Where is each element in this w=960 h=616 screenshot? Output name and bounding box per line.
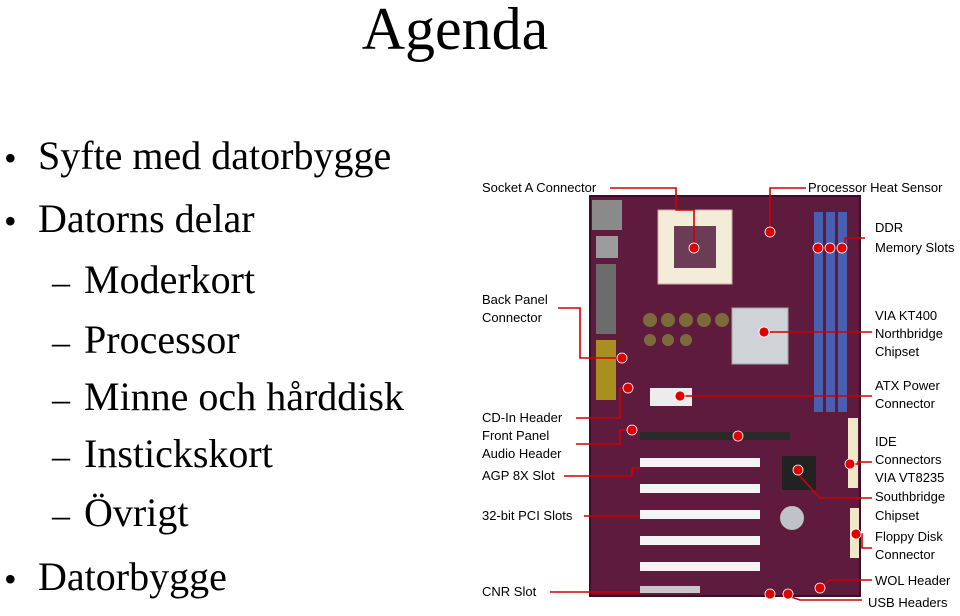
label-socket-a: Socket A Connector [482, 180, 597, 195]
label-northbridge-chipset: Chipset [875, 344, 919, 359]
slide-title: Agenda [361, 0, 549, 62]
motherboard-svg: Socket A Connector Processor Heat Sensor… [482, 180, 955, 610]
label-cd-in: CD-In Header [482, 410, 563, 425]
label-back-panel-connector: Connector [482, 310, 543, 325]
label-cnr: CNR Slot [482, 584, 537, 599]
label-ide: IDE [875, 434, 897, 449]
agenda-item-purpose: Syfte med datorbygge [38, 133, 392, 178]
label-floppy-connector: Connector [875, 547, 936, 562]
label-heat-sensor: Processor Heat Sensor [808, 180, 943, 195]
label-ide-connectors: Connectors [875, 452, 942, 467]
label-usb: USB Headers [868, 595, 948, 610]
label-kt400: VIA KT400 [875, 308, 937, 323]
dash: – [52, 379, 70, 419]
serial-port [596, 264, 616, 334]
label-southbridge: Southbridge [875, 489, 945, 504]
agenda-item-computer-parts: Datorns delar [38, 196, 255, 241]
dash: – [52, 495, 70, 535]
label-front-panel: Front Panel [482, 428, 549, 443]
cmos-battery [780, 506, 804, 530]
label-wol: WOL Header [875, 573, 951, 588]
label-vt8235: VIA VT8235 [875, 470, 944, 485]
label-atx-connector: Connector [875, 396, 936, 411]
dash: – [52, 262, 70, 302]
back-panel-io [592, 200, 622, 230]
agenda-subitem-processor: Processor [84, 317, 240, 362]
agp-slot [640, 432, 790, 440]
dash: – [52, 322, 70, 362]
bullet: • [4, 201, 17, 241]
callout-dots [616, 226, 862, 600]
label-pci: 32-bit PCI Slots [482, 508, 573, 523]
label-southbridge-chipset: Chipset [875, 508, 919, 523]
label-audio-header: Audio Header [482, 446, 562, 461]
label-northbridge: Northbridge [875, 326, 943, 341]
motherboard-diagram: Socket A Connector Processor Heat Sensor… [470, 168, 960, 616]
label-memory-slots: Memory Slots [875, 240, 955, 255]
pci-slots [640, 458, 760, 571]
atx-power-connector [650, 388, 692, 406]
back-panel-io [596, 236, 618, 258]
ide-connector [848, 418, 858, 488]
dash: – [52, 436, 70, 476]
label-agp: AGP 8X Slot [482, 468, 555, 483]
agenda-subitem-motherboard: Moderkort [84, 257, 256, 302]
agenda-subitem-memory-disk: Minne och hårddisk [84, 374, 404, 419]
capacitor-row [643, 313, 729, 346]
label-floppy: Floppy Disk [875, 529, 943, 544]
agenda-subitem-expansion-cards: Instickskort [84, 431, 273, 476]
agenda-item-computer-building: Datorbygge [38, 554, 227, 599]
agenda-subitem-other: Övrigt [84, 490, 189, 535]
memory-slots [814, 212, 847, 412]
serial-port [596, 340, 616, 400]
label-ddr: DDR [875, 220, 903, 235]
bullet: • [4, 559, 17, 599]
bullet: • [4, 138, 17, 178]
label-back-panel: Back Panel [482, 292, 548, 307]
cnr-slot [640, 586, 700, 593]
northbridge-heatsink [731, 307, 789, 365]
label-atx-power: ATX Power [875, 378, 940, 393]
